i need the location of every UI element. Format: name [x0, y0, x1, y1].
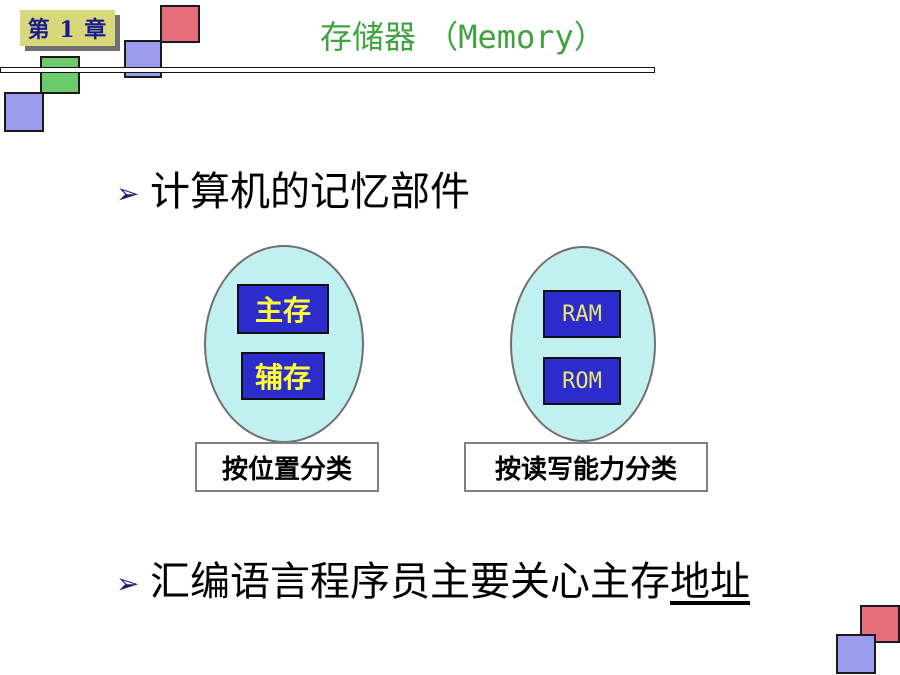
decor-square-red — [160, 5, 200, 43]
ram-box: RAM — [543, 290, 621, 338]
main-memory-box: 主存 — [237, 284, 329, 334]
bullet-2: ➢ 汇编语言程序员主要关心主存地址 — [116, 556, 750, 610]
title-en: （Memory） — [426, 18, 606, 56]
access-oval — [510, 246, 656, 442]
bullet-1-text: 计算机的记忆部件 — [150, 169, 470, 215]
arrow-bullet-icon: ➢ — [116, 567, 140, 600]
bullet-2-text: 汇编语言程序员主要关心主存 — [150, 559, 670, 605]
arrow-bullet-icon: ➢ — [116, 177, 140, 210]
access-caption: 按读写能力分类 — [464, 442, 708, 492]
title-cn: 存储器 — [320, 18, 417, 56]
auxiliary-memory-box: 辅存 — [241, 352, 325, 400]
decor-square-blue — [836, 634, 876, 674]
bullet-2-underlined: 地址 — [670, 559, 750, 605]
decor-square-green — [40, 56, 80, 94]
page-title: 存储器 （Memory） — [320, 14, 606, 60]
bullet-1: ➢ 计算机的记忆部件 — [116, 166, 470, 220]
decor-square-blue — [4, 92, 44, 132]
location-oval — [204, 245, 364, 443]
rom-box: ROM — [543, 357, 621, 405]
header-rule — [0, 67, 655, 73]
location-caption: 按位置分类 — [195, 442, 379, 492]
chapter-tab: 第 1 章 — [20, 10, 115, 46]
